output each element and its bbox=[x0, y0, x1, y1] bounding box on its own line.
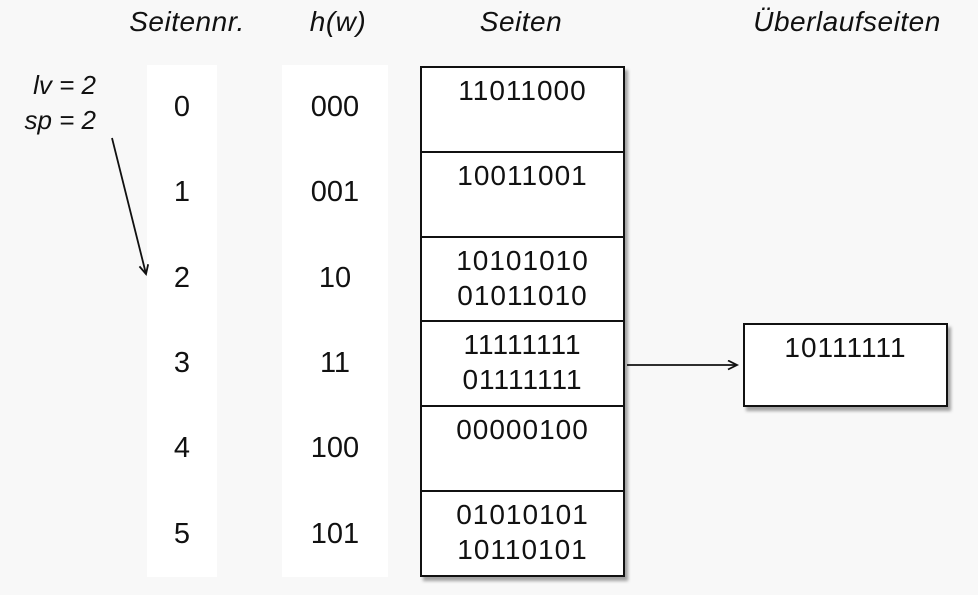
split-pointer-value: sp = 2 bbox=[24, 105, 96, 135]
bucket-entry: 00000100 bbox=[456, 414, 589, 446]
overflow-entry: 10111111 bbox=[784, 332, 907, 363]
hash-value: 11 bbox=[319, 347, 351, 380]
bucket-entry: 10110101 bbox=[457, 534, 588, 566]
bucket-row-3: 11111111 01111111 bbox=[422, 320, 623, 405]
column-header-pages: Seiten bbox=[479, 6, 563, 37]
hash-value: 101 bbox=[310, 517, 360, 550]
page-number: 4 bbox=[173, 432, 191, 465]
page-number: 2 bbox=[173, 261, 191, 294]
page-number: 0 bbox=[173, 91, 191, 124]
bucket-entry: 01010101 bbox=[456, 499, 589, 531]
bucket-row-5: 01010101 10110101 bbox=[422, 490, 623, 575]
page-number-column: 0 1 2 3 4 5 bbox=[147, 65, 217, 577]
page-number: 1 bbox=[173, 176, 191, 209]
hash-value: 000 bbox=[310, 91, 360, 124]
bucket-row-1: 10011001 bbox=[422, 150, 623, 236]
column-header-overflow-pages: Überlaufseiten bbox=[753, 6, 941, 37]
hash-value-column: 000 001 10 11 100 101 bbox=[282, 65, 388, 577]
overflow-page-box: 10111111 bbox=[743, 323, 948, 407]
page-number: 5 bbox=[173, 517, 191, 550]
pages-table: 11011000 10011001 10101010 01011010 1111… bbox=[420, 66, 625, 577]
bucket-row-2: 10101010 01011010 bbox=[422, 235, 623, 321]
column-header-page-number: Seitennr. bbox=[129, 6, 245, 37]
hash-value: 10 bbox=[318, 261, 352, 294]
level-value: lv = 2 bbox=[33, 70, 96, 100]
page-number: 3 bbox=[173, 347, 191, 380]
hash-value: 001 bbox=[310, 176, 360, 209]
bucket-entry: 11111111 bbox=[463, 329, 582, 361]
bucket-row-0: 11011000 bbox=[422, 68, 623, 151]
bucket-entry: 10101010 bbox=[456, 244, 589, 276]
bucket-entry: 10011001 bbox=[457, 159, 588, 191]
bucket-entry: 01011010 bbox=[457, 279, 588, 311]
bucket-row-4: 00000100 bbox=[422, 405, 623, 490]
bucket-entry: 11011000 bbox=[458, 75, 587, 106]
hash-value: 100 bbox=[310, 432, 360, 465]
bucket-entry: 01111111 bbox=[462, 364, 583, 396]
split-pointer-arrow-icon bbox=[111, 137, 146, 274]
hash-state-label: lv = 2 sp = 2 bbox=[16, 68, 96, 138]
column-header-hash-function: h(w) bbox=[309, 6, 367, 37]
